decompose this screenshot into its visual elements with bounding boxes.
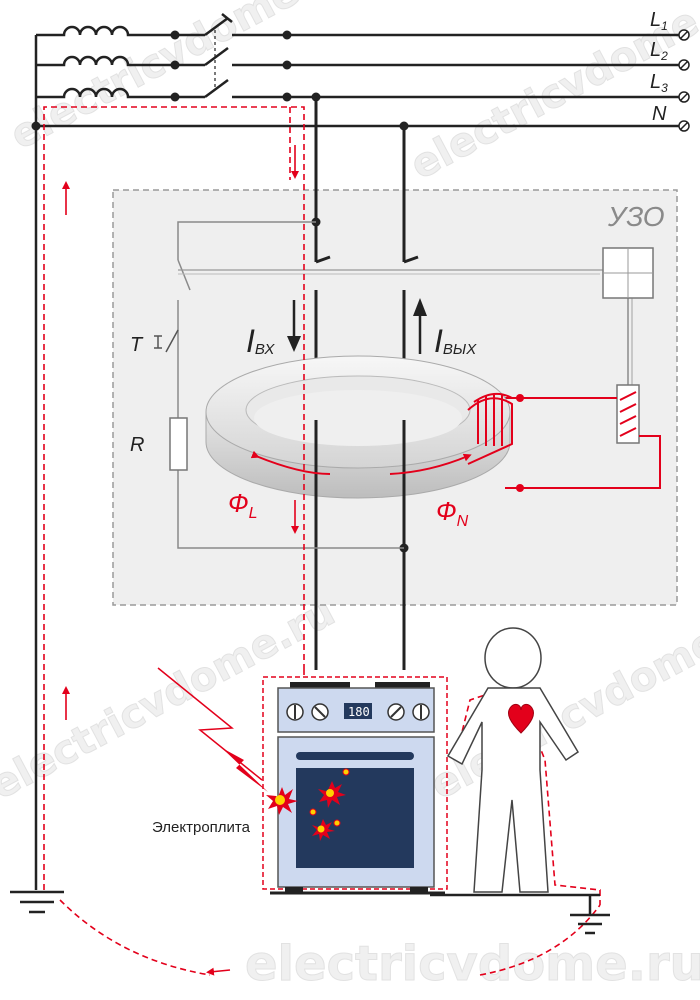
test-button-label: T: [130, 334, 144, 356]
watermark-bottom: electricvdome.ru: [245, 936, 700, 992]
leakage-arrows: [62, 145, 299, 976]
toroid-core: [205, 355, 511, 499]
watermark: electricvdome.ru: [423, 589, 700, 809]
flux-arrows: [250, 450, 472, 475]
current-in-arrow: [287, 300, 301, 352]
watermark: electricvdome.ru: [3, 0, 362, 159]
toroid-wires-through: [314, 420, 406, 500]
flux-n-label: ФN: [436, 496, 469, 530]
ground-symbol-right: [430, 893, 610, 935]
electric-stove: [262, 676, 448, 895]
secondary-dots: [516, 394, 524, 492]
fault-lightning-icon: [157, 667, 268, 792]
trip-mechanism: [602, 247, 654, 299]
resistor-r: [169, 417, 188, 471]
main-breaker: [36, 13, 680, 128]
line-n-label: N: [652, 103, 667, 125]
line-l1-label: L1: [650, 9, 668, 33]
flux-l-label: ФL: [228, 488, 258, 522]
resistor-label: R: [130, 434, 144, 456]
test-button-icon: [154, 329, 179, 353]
current-out-label: IВЫХ: [434, 323, 477, 359]
current-in-label: IВХ: [246, 323, 275, 359]
trip-coil: [616, 384, 640, 444]
line-l2-label: L2: [650, 39, 668, 63]
terminals: [678, 29, 690, 132]
stove-label: Электроплита: [152, 819, 251, 836]
transformer-coils: [34, 25, 175, 890]
secondary-winding: [467, 392, 513, 465]
rcd-label: УЗО: [607, 201, 665, 232]
current-out-arrow: [413, 298, 427, 354]
stove-display: 180: [348, 705, 370, 719]
fault-sparks: [266, 768, 350, 841]
test-circuit: [177, 221, 650, 549]
line-l3-label: L3: [650, 71, 668, 95]
person-figure: [446, 627, 580, 893]
ground-symbol-left: [10, 890, 64, 914]
heart-icon: [507, 703, 535, 734]
